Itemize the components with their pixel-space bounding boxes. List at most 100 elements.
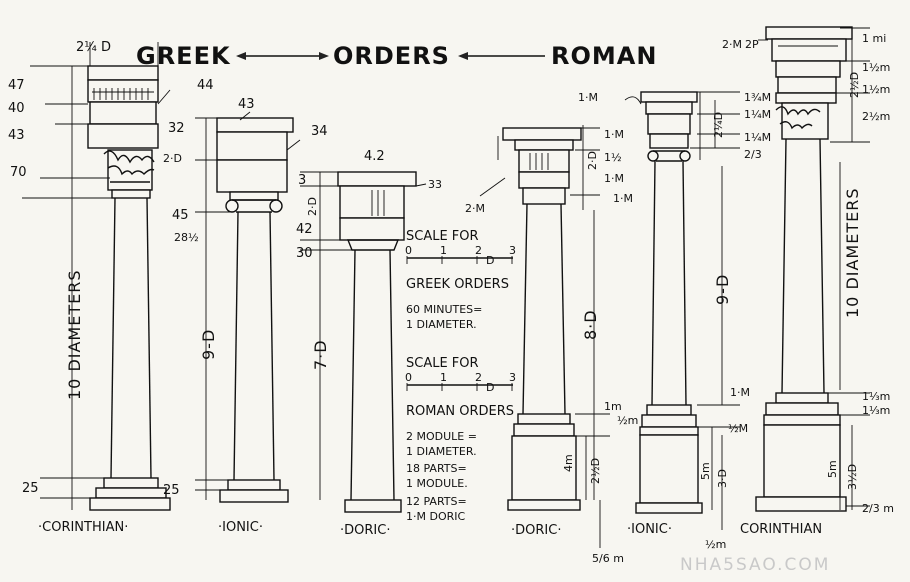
title-roman: ROMAN [551, 42, 657, 70]
rd-name: ·DORIC· [511, 523, 561, 538]
greek-scale-orders: GREEK ORDERS [406, 277, 509, 292]
greek-scale-tick-2: 2 [475, 244, 482, 257]
greek-doric-dimensions [300, 171, 427, 500]
rc-dim-5m: 5m [826, 460, 839, 478]
roman-scale-note-2: 18 PARTS= [406, 462, 467, 475]
rd-dim-4m: 4m [562, 454, 575, 472]
ri-dim-1m-base: 1·M [730, 386, 750, 399]
ri-dim-5m: 5m [699, 462, 712, 480]
gi-dim-34: 34 [311, 124, 328, 139]
roman-scale-tick-d: D [486, 381, 494, 394]
rc-height: 10 DIAMETERS [843, 188, 862, 319]
greek-scale-tick-d: D [486, 254, 494, 267]
rc-dim-2m: 2·M [722, 38, 742, 51]
gd-dim-42b: 42 [296, 222, 313, 237]
gc-height: 10 DIAMETERS [65, 270, 84, 401]
roman-scale-tick-0: 0 [405, 371, 412, 384]
gc-dim-44: 44 [197, 78, 214, 93]
rd-dim-1m-c: 1·M [613, 192, 633, 205]
ri-dim-halfm: ½M [728, 422, 748, 435]
gc-dim-top: 2¼ D [76, 40, 111, 55]
ri-dim-11-4m: 1¼M [744, 108, 771, 121]
gc-dim-47: 47 [8, 78, 25, 93]
rc-dim-3half-d: 3½D [846, 464, 859, 490]
roman-doric-dimensions [479, 125, 610, 548]
greek-scale-title: SCALE FOR [406, 229, 479, 244]
gi-name: ·IONIC· [218, 520, 263, 535]
roman-scale-orders: ROMAN ORDERS [406, 404, 514, 419]
gd-dim-3: 3 [298, 173, 306, 188]
gi-dim-28: 28½ [174, 231, 199, 244]
greek-scale-tick-1: 1 [440, 244, 447, 257]
rc-dim-1mi: 1 mi [862, 32, 886, 45]
rc-dim-2half-d: 2½D [848, 72, 861, 98]
roman-scale-tick-1: 1 [440, 371, 447, 384]
roman-scale-tick-2: 2 [475, 371, 482, 384]
rd-height: 8·D [581, 309, 600, 340]
roman-scale-note-3: 1 MODULE. [406, 477, 468, 490]
title-orders: ORDERS [333, 42, 450, 70]
greek-scale-note2: 1 DIAMETER. [406, 318, 477, 331]
gd-dim-42: 4.2 [364, 149, 385, 164]
roman-doric-column [502, 127, 582, 511]
roman-corinthian-dimensions [758, 27, 870, 510]
gd-dim-30: 30 [296, 246, 313, 261]
rc-name: CORINTHIAN [740, 522, 822, 537]
greek-ionic-column [216, 117, 294, 503]
ri-dim-13-4m: 1¾M [744, 91, 771, 104]
gc-dim-25: 25 [22, 481, 39, 496]
gi-dim-32: 32 [168, 121, 185, 136]
roman-scale-tick-3: 3 [509, 371, 516, 384]
roman-scale-note-4: 12 PARTS= [406, 495, 467, 508]
greek-scale: SCALE FOR 0 1 2 D 3 GREEK ORDERS 60 MINU… [405, 229, 516, 331]
greek-scale-tick-0: 0 [405, 244, 412, 257]
roman-corinthian-column [755, 26, 853, 512]
rc-dim-2p: 2P [745, 38, 759, 51]
roman-scale: SCALE FOR 0 1 2 D 3 ROMAN ORDERS 2 MODUL… [405, 356, 516, 523]
rd-dim-1half: 1½ [604, 151, 622, 164]
rd-dim-2d: 2·D [586, 151, 599, 170]
gi-dim-25: 25 [163, 483, 180, 498]
roman-ionic-column [635, 91, 703, 514]
roman-scale-note-0: 2 MODULE = [406, 430, 477, 443]
greek-doric-column [337, 171, 417, 513]
greek-corinthian-column [87, 65, 171, 511]
rd-dim-2halfd: 2½D [589, 458, 602, 484]
rc-dim-2-3-m: 2/3 m [862, 502, 894, 515]
gd-height: 7·D [311, 339, 330, 370]
gc-dim-43: 43 [8, 128, 25, 143]
rc-dim-1half-m: 1½m [862, 61, 890, 74]
ri-dim-2-3: 2/3 [744, 148, 762, 161]
gi-height: 9-D [199, 329, 218, 360]
roman-ionic-dimensions [624, 91, 740, 530]
ri-dim-half-m: ½m [705, 538, 726, 551]
rd-dim-1m-b: 1·M [604, 172, 624, 185]
rc-dim-2half-m: 2½m [862, 110, 890, 123]
gi-dim-2d: 2·D [163, 152, 182, 165]
greek-scale-tick-3: 3 [509, 244, 516, 257]
ri-name: ·IONIC· [627, 522, 672, 537]
ri-dim-11-4m-b: 1¼M [744, 131, 771, 144]
greek-corinthian-dimensions [22, 42, 171, 510]
roman-scale-note-5: 1·M DORIC [406, 510, 465, 523]
rc-dim-1third-m-b: 1⅓m [862, 404, 890, 417]
rd-dim-1m-base: 1m [604, 400, 622, 413]
ri-height: 9-D [713, 274, 732, 305]
ri-dim-21-4d: 2¼D [712, 112, 725, 138]
gd-dim-33: 33 [428, 178, 442, 191]
rc-dim-1third-m: 1⅓m [862, 390, 890, 403]
greek-ionic-dimensions [195, 111, 301, 500]
rd-dim-2m: 2·M [465, 202, 485, 215]
watermark: NHA5SAO.COM [680, 555, 830, 575]
roman-scale-note-1: 1 DIAMETER. [406, 445, 477, 458]
gi-dim-43: 43 [238, 97, 255, 112]
rd-dim-56m: 5/6 m [592, 552, 624, 565]
greek-scale-note1: 60 MINUTES= [406, 303, 482, 316]
roman-scale-title: SCALE FOR [406, 356, 479, 371]
gc-name: ·CORINTHIAN· [38, 520, 128, 535]
rd-dim-halfm: ½m [617, 414, 638, 427]
rc-dim-1half-m-b: 1½m [862, 83, 890, 96]
gd-name: ·DORIC· [340, 523, 390, 538]
ri-dim-1m: 1·M [578, 91, 598, 104]
